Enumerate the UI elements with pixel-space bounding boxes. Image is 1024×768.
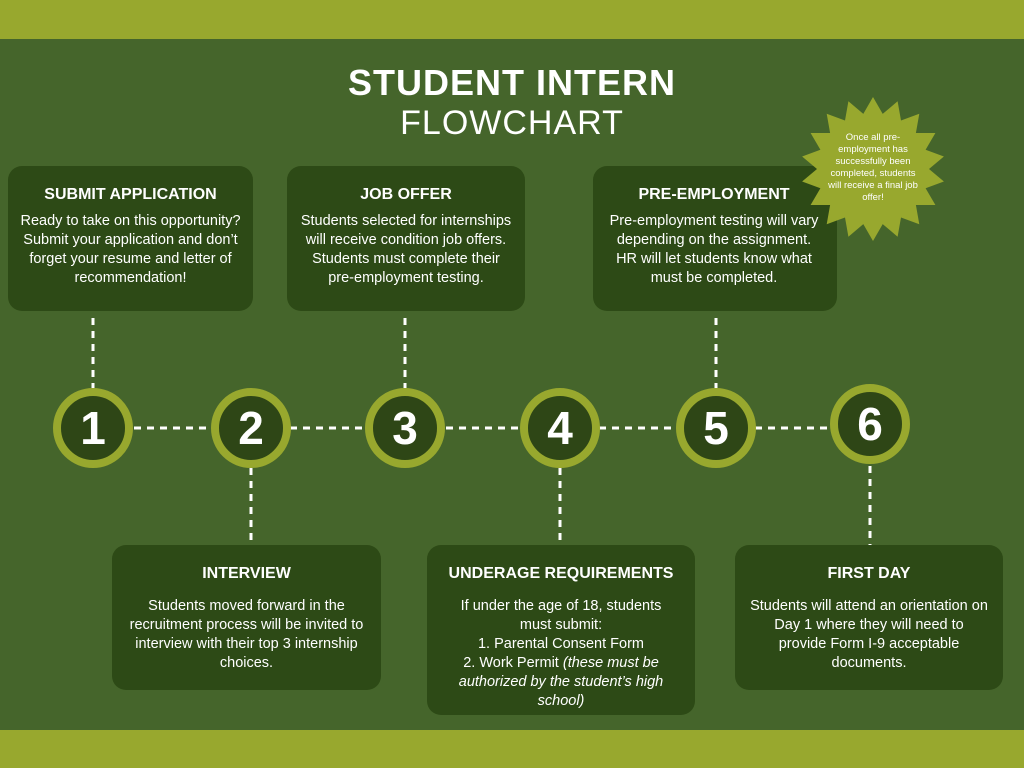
step-2-title: INTERVIEW <box>202 565 291 582</box>
step-1-title: SUBMIT APPLICATION <box>44 186 217 203</box>
step-4-title: UNDERAGE REQUIREMENTS <box>448 565 674 582</box>
step-3-body: Students selected for internships will r… <box>300 213 512 286</box>
step-4-item-2: 2. Work Permit <box>463 655 559 671</box>
starburst-shape <box>802 97 944 241</box>
callout-text: Once all pre-employment has successfully… <box>828 132 918 203</box>
step-1-card: SUBMIT APPLICATION Ready to take on this… <box>8 166 253 311</box>
step-5-body: Pre-employment testing will vary dependi… <box>609 213 819 286</box>
step-4-intro: If under the age of 18, students must su… <box>460 598 662 633</box>
step-3-card: JOB OFFER Students selected for internsh… <box>287 166 525 311</box>
step-5-title: PRE-EMPLOYMENT <box>638 186 790 203</box>
step-5-card: PRE-EMPLOYMENT Pre-employment testing wi… <box>593 166 837 311</box>
step-1-body: Ready to take on this opportunity? Submi… <box>20 213 241 286</box>
step-2-card: INTERVIEW Students moved forward in the … <box>112 545 381 690</box>
step-4-card: UNDERAGE REQUIREMENTS If under the age o… <box>427 545 695 715</box>
step-6-body: Students will attend an orientation on D… <box>750 598 988 671</box>
step-6-circle: 6 <box>830 384 910 464</box>
top-band <box>0 0 1024 39</box>
callout-starburst: Once all pre-employment has successfully… <box>798 94 948 244</box>
step-6-card: FIRST DAY Students will attend an orient… <box>735 545 1003 690</box>
step-3-circle: 3 <box>365 388 445 468</box>
step-4-circle: 4 <box>520 388 600 468</box>
step-2-circle: 2 <box>211 388 291 468</box>
step-3-title: JOB OFFER <box>360 186 452 203</box>
step-4-item-2-note: (these must be authorized by the student… <box>458 655 664 709</box>
step-4-item-1: 1. Parental Consent Form <box>477 636 645 652</box>
step-6-title: FIRST DAY <box>827 565 911 582</box>
page-title: STUDENT INTERN <box>348 62 676 103</box>
step-1-circle: 1 <box>53 388 133 468</box>
page-subtitle: FLOWCHART <box>400 104 624 142</box>
step-5-circle: 5 <box>676 388 756 468</box>
step-2-body: Students moved forward in the recruitmen… <box>129 598 364 671</box>
bottom-band <box>0 730 1024 768</box>
